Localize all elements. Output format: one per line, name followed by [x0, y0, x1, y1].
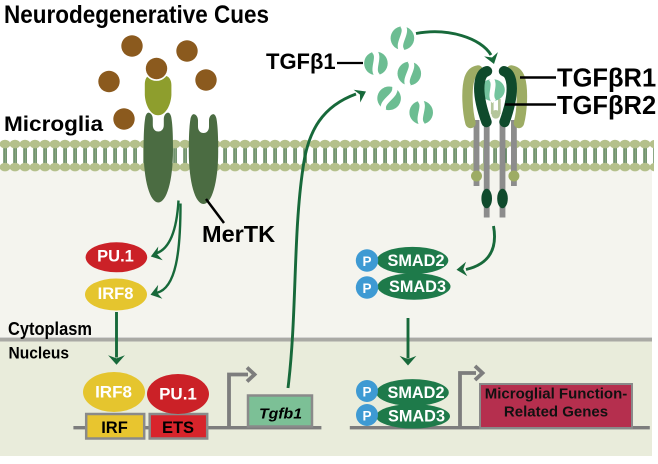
- svg-text:P: P: [362, 281, 371, 296]
- svg-text:TGFβ1: TGFβ1: [266, 49, 336, 74]
- svg-text:Neurodegenerative Cues: Neurodegenerative Cues: [4, 1, 269, 29]
- svg-text:PU.1: PU.1: [159, 385, 197, 404]
- svg-text:IRF8: IRF8: [98, 285, 134, 303]
- svg-text:MerTK: MerTK: [202, 221, 275, 247]
- svg-text:PU.1: PU.1: [97, 248, 134, 266]
- svg-text:Microglia: Microglia: [4, 112, 104, 136]
- svg-text:Nucleus: Nucleus: [9, 345, 70, 363]
- svg-text:Related Genes: Related Genes: [504, 404, 608, 421]
- svg-text:SMAD3: SMAD3: [388, 407, 445, 426]
- svg-text:IRF: IRF: [101, 419, 128, 437]
- svg-text:IRF8: IRF8: [95, 383, 132, 402]
- svg-text:SMAD3: SMAD3: [389, 277, 446, 296]
- svg-text:SMAD2: SMAD2: [388, 383, 445, 402]
- svg-text:TGFβR2: TGFβR2: [557, 92, 656, 120]
- svg-text:P: P: [362, 254, 371, 269]
- svg-text:Tgfb1: Tgfb1: [259, 406, 302, 423]
- svg-text:SMAD2: SMAD2: [388, 251, 445, 270]
- svg-text:P: P: [362, 409, 371, 424]
- svg-text:ETS: ETS: [162, 419, 194, 437]
- svg-text:Cytoplasm: Cytoplasm: [8, 319, 92, 339]
- svg-text:Microglial Function-: Microglial Function-: [485, 386, 628, 403]
- svg-text:TGFβR1: TGFβR1: [557, 65, 656, 93]
- svg-text:P: P: [362, 385, 371, 400]
